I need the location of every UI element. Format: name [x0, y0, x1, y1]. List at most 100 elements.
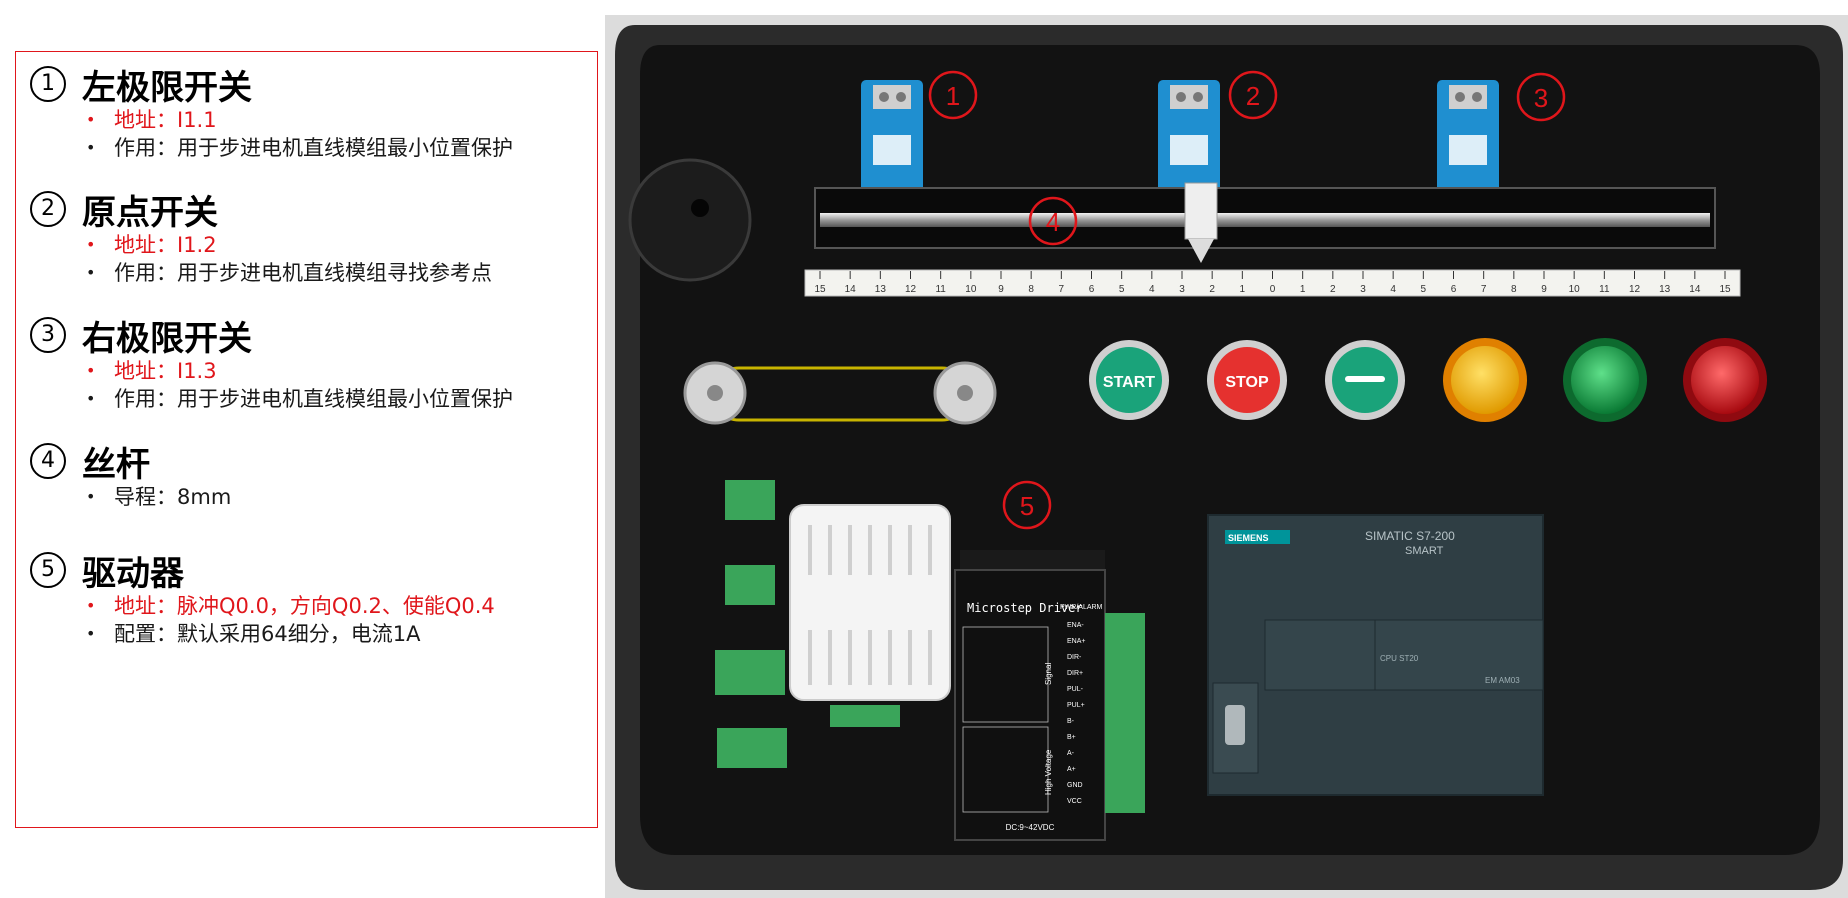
driver-terminal-label: DIR+	[1067, 670, 1083, 677]
svg-text:1: 1	[946, 81, 960, 111]
ruler-tick-label: 11	[1599, 284, 1610, 295]
driver-title: Microstep Driver	[967, 601, 1083, 615]
marker-5: 5	[1002, 480, 1052, 530]
belt-pulley-assembly	[683, 361, 997, 425]
ruler-tick-label: 1	[1240, 284, 1246, 295]
ruler-tick-label: 3	[1179, 284, 1185, 295]
config-bullet: 配置：默认采用64细分，电流1A	[86, 620, 495, 648]
ruler-tick-label: 7	[1059, 284, 1065, 295]
start-label: START	[1103, 374, 1155, 391]
driver-terminal-label: GND	[1067, 782, 1083, 789]
bullet-list: 地址：脉冲Q0.0，方向Q0.2、使能Q0.4 配置：默认采用64细分，电流1A	[30, 592, 495, 648]
ruler-tick-label: 14	[1689, 284, 1701, 295]
driver-terminal-label: ENA-	[1067, 622, 1084, 629]
marker-4: 4	[1028, 196, 1078, 246]
plc-em-label: EM AM03	[1485, 676, 1520, 685]
section-title: 驱动器	[82, 553, 184, 594]
plc-model-2: SMART	[1405, 545, 1444, 557]
driver-terminal-label: PUL-	[1067, 686, 1084, 693]
temperature-humidity-sensor	[789, 504, 951, 727]
plc-model: SIMATIC S7-200	[1365, 529, 1455, 543]
section-title: 丝杆	[82, 444, 150, 485]
plc-brand: SIEMENS	[1228, 533, 1269, 543]
bullet-list: 地址：I1.1 作用：用于步进电机直线模组最小位置保护	[30, 106, 513, 162]
driver-terminal-label: DIR-	[1067, 654, 1082, 661]
bullet-list: 地址：I1.2 作用：用于步进电机直线模组寻找参考点	[30, 231, 492, 287]
function-bullet: 作用：用于步进电机直线模组最小位置保护	[86, 134, 513, 162]
address-bullet: 地址：脉冲Q0.0，方向Q0.2、使能Q0.4	[86, 592, 495, 620]
ruler-tick-label: 10	[1569, 284, 1581, 295]
section-number: 3	[30, 317, 66, 353]
section-right-limit-switch: 3 右极限开关 地址：I1.3 作用：用于步进电机直线模组最小位置保护	[30, 313, 513, 413]
ruler-tick-label: 5	[1421, 284, 1427, 295]
driver-terminal-label: B-	[1067, 718, 1075, 725]
carriage	[1184, 182, 1218, 240]
marker-2: 2	[1228, 70, 1278, 120]
driver-terminal-label: A+	[1067, 766, 1076, 773]
selector-button[interactable]	[1325, 340, 1405, 420]
lead-screw	[820, 213, 1710, 227]
driver-power-label: PWR/ALARM	[1060, 604, 1103, 611]
svg-text:5: 5	[1020, 491, 1034, 521]
stepper-driver: Microstep Driver PWR/ALARM DC:9~42VDC Si…	[954, 550, 1145, 841]
section-number: 1	[30, 66, 66, 102]
ruler-tick-label: 10	[965, 284, 977, 295]
stop-button[interactable]: STOP	[1207, 340, 1287, 420]
marker-1: 1	[928, 70, 978, 120]
address-bullet: 地址：I1.2	[86, 231, 492, 259]
ruler-tick-label: 13	[875, 284, 887, 295]
bullet-list: 导程：8mm	[30, 483, 231, 511]
ruler-tick-label: 6	[1451, 284, 1457, 295]
ruler-tick-label: 15	[814, 284, 826, 295]
driver-terminal-label: B+	[1067, 734, 1076, 741]
red-indicator-lamp	[1683, 338, 1767, 422]
ruler-tick-label: 12	[1629, 284, 1641, 295]
function-bullet: 作用：用于步进电机直线模组寻找参考点	[86, 259, 492, 287]
section-driver: 5 驱动器 地址：脉冲Q0.0，方向Q0.2、使能Q0.4 配置：默认采用64细…	[30, 548, 495, 648]
ruler-tick-label: 4	[1390, 284, 1396, 295]
ruler-tick-label: 5	[1119, 284, 1125, 295]
driver-terminal-label: ENA+	[1067, 638, 1085, 645]
svg-text:4: 4	[1046, 207, 1060, 237]
address-bullet: 地址：I1.3	[86, 357, 513, 385]
plc-cpu-label: CPU ST20	[1380, 654, 1419, 663]
annotation-markers: 1 2 3 4 5	[928, 70, 1566, 530]
ruler-tick-label: 3	[1360, 284, 1366, 295]
ruler-tick-label: 13	[1659, 284, 1671, 295]
buzzer	[628, 158, 752, 282]
section-origin-switch: 2 原点开关 地址：I1.2 作用：用于步进电机直线模组寻找参考点	[30, 187, 492, 287]
ruler-tick-label: 8	[1028, 284, 1034, 295]
ruler-tick-label: 9	[1541, 284, 1547, 295]
section-title: 右极限开关	[82, 318, 252, 359]
driver-terminal-label: VCC	[1067, 798, 1082, 805]
address-bullet: 地址：I1.1	[86, 106, 513, 134]
driver-voltage: DC:9~42VDC	[1006, 823, 1055, 832]
ruler-tick-label: 9	[998, 284, 1004, 295]
ruler-tick-label: 4	[1149, 284, 1155, 295]
start-button[interactable]: START	[1089, 340, 1169, 420]
stop-label: STOP	[1225, 374, 1269, 391]
driver-terminal-label: PUL+	[1067, 702, 1085, 709]
section-number: 4	[30, 443, 66, 479]
section-number: 5	[30, 552, 66, 588]
ruler-tick-label: 8	[1511, 284, 1517, 295]
ruler-tick-label: 2	[1330, 284, 1336, 295]
ruler-tick-label: 11	[935, 284, 946, 295]
ruler-tick-label: 6	[1089, 284, 1095, 295]
section-title: 左极限开关	[82, 67, 252, 108]
terminal-blocks	[715, 480, 787, 768]
section-number: 2	[30, 191, 66, 227]
green-indicator-lamp	[1563, 338, 1647, 422]
svg-text:3: 3	[1534, 83, 1548, 113]
lead-bullet: 导程：8mm	[86, 483, 231, 511]
section-left-limit-switch: 1 左极限开关 地址：I1.1 作用：用于步进电机直线模组最小位置保护	[30, 62, 513, 162]
info-panel: 1 左极限开关 地址：I1.1 作用：用于步进电机直线模组最小位置保护 2 原点…	[15, 51, 598, 828]
ruler-tick-label: 0	[1270, 284, 1276, 295]
driver-signal-label: Signal	[1044, 663, 1053, 685]
ruler-tick-label: 1	[1300, 284, 1306, 295]
driver-hv-label: High Voltage	[1044, 749, 1053, 795]
